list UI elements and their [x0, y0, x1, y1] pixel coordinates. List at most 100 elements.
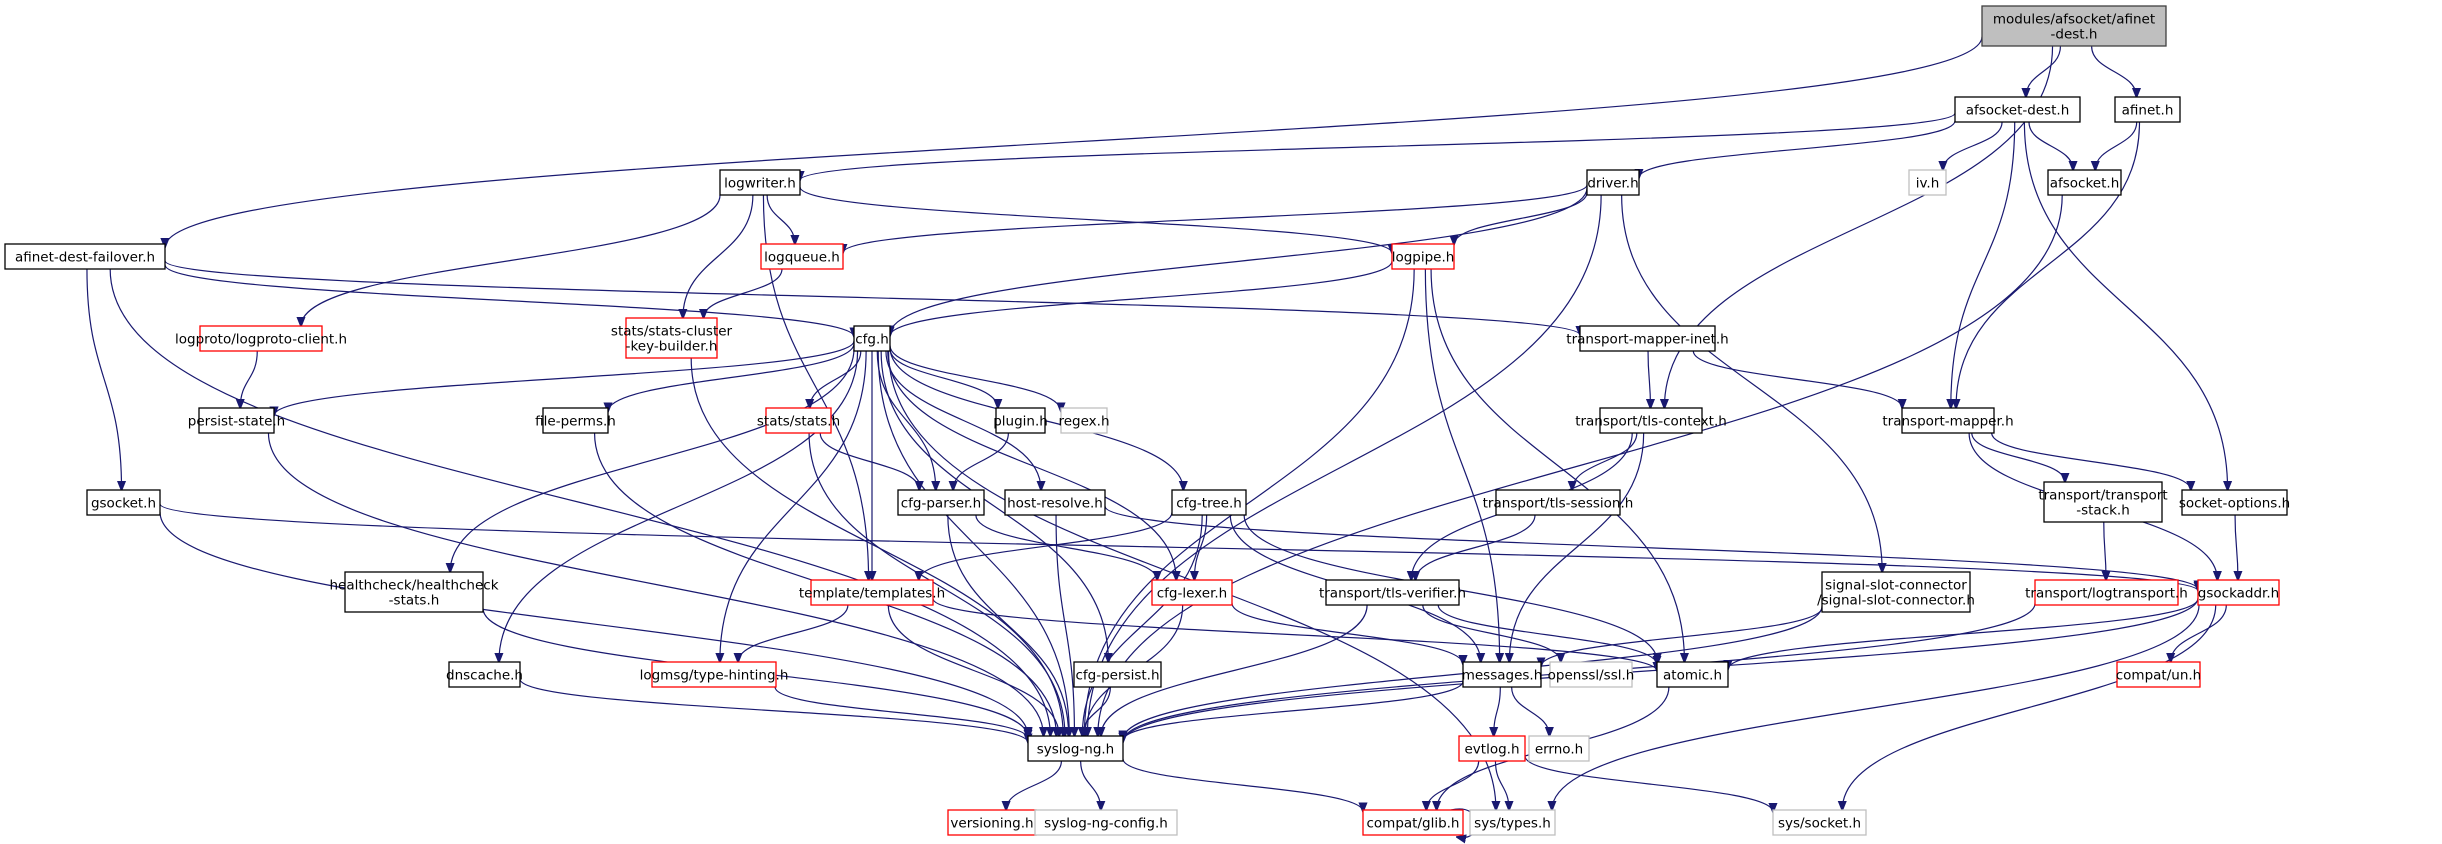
node-label: template/templates.h — [799, 586, 945, 602]
graph-node-openssl[interactable]: openssl/ssl.h — [1548, 661, 1635, 688]
graph-node-cfg[interactable]: cfg.h — [853, 325, 891, 352]
node-box — [810, 579, 934, 606]
graph-node-syslog-ng[interactable]: syslog-ng.h — [1027, 735, 1124, 762]
edge-root-to-failover — [165, 36, 1983, 248]
graph-node-healthcheck[interactable]: healthcheck/healthcheck-stats.h — [329, 571, 499, 613]
edge-afsocket-dest-to-driver — [1639, 120, 1956, 178]
node-label: signal-slot-connector — [1825, 578, 1967, 594]
graph-node-logqueue[interactable]: logqueue.h — [760, 243, 844, 270]
graph-node-transport-stack[interactable]: transport/transport-stack.h — [2038, 481, 2168, 523]
graph-node-tls-verifier[interactable]: transport/tls-verifier.h — [1319, 579, 1466, 606]
graph-node-cfg-tree[interactable]: cfg-tree.h — [1171, 489, 1247, 516]
graph-node-logpipe[interactable]: logpipe.h — [1391, 243, 1455, 270]
edge-cfg-to-dnscache — [499, 350, 859, 662]
node-label: cfg-tree.h — [1176, 496, 1242, 512]
node-label: afsocket.h — [2050, 176, 2120, 192]
edge-layer — [86, 36, 2238, 838]
node-label: logmsg/type-hinting.h — [640, 668, 789, 684]
graph-node-messages[interactable]: messages.h — [1462, 661, 1543, 688]
graph-node-stats[interactable]: stats/stats.h — [757, 407, 840, 434]
graph-node-regex[interactable]: regex.h — [1058, 407, 1110, 434]
edge-driver-to-syslog-ng — [1087, 194, 1602, 736]
graph-node-gsocket[interactable]: gsocket.h — [86, 489, 161, 516]
edge-evtlog-to-compat-glib — [1426, 760, 1480, 810]
node-box — [1599, 407, 1703, 434]
node-box — [947, 809, 1037, 836]
edge-cfg-to-type-hinting — [720, 350, 867, 662]
edge-templates-to-type-hinting — [738, 604, 849, 662]
graph-node-plugin[interactable]: plugin.h — [993, 407, 1048, 434]
graph-node-errno[interactable]: errno.h — [1528, 735, 1590, 762]
graph-node-logwriter[interactable]: logwriter.h — [719, 169, 801, 196]
graph-node-logproto-client[interactable]: logproto/logproto-client.h — [175, 325, 347, 352]
graph-node-cfg-persist[interactable]: cfg-persist.h — [1073, 661, 1162, 688]
node-box — [1908, 169, 1947, 196]
graph-node-root[interactable]: modules/afsocket/afinet-dest.h — [1981, 5, 2167, 47]
edge-messages-to-evtlog — [1494, 686, 1501, 736]
graph-node-socket-options[interactable]: socket-options.h — [2179, 489, 2290, 516]
graph-node-host-resolve[interactable]: host-resolve.h — [1004, 489, 1106, 516]
graph-node-afsocket-dest[interactable]: afsocket-dest.h — [1954, 96, 2081, 123]
graph-node-gsockaddr[interactable]: gsockaddr.h — [2197, 579, 2280, 606]
node-box — [1954, 96, 2081, 123]
edge-syslog-ng-to-syslog-ng-config — [1080, 760, 1101, 810]
edge-logpipe-to-atomic — [1430, 268, 1684, 662]
graph-node-afinet[interactable]: afinet.h — [2114, 96, 2181, 123]
graph-node-afsocket[interactable]: afsocket.h — [2047, 169, 2122, 196]
node-box — [897, 489, 985, 516]
node-box — [1772, 809, 1867, 836]
edge-failover-to-syslog-ng — [109, 268, 1050, 736]
node-label: stats/stats-cluster — [611, 324, 733, 340]
graph-node-templates[interactable]: template/templates.h — [799, 579, 945, 606]
graph-node-transport-mapper[interactable]: transport-mapper.h — [1882, 407, 2014, 434]
graph-node-sys-types[interactable]: sys/types.h — [1469, 809, 1556, 836]
graph-node-evtlog[interactable]: evtlog.h — [1458, 735, 1526, 762]
graph-node-iv[interactable]: iv.h — [1908, 169, 1947, 196]
graph-node-cfg-lexer[interactable]: cfg-lexer.h — [1151, 579, 1233, 606]
node-box — [1549, 661, 1633, 688]
graph-node-versioning[interactable]: versioning.h — [947, 809, 1037, 836]
node-label: afinet-dest-failover.h — [15, 250, 155, 266]
graph-node-tls-session[interactable]: transport/tls-session.h — [1483, 489, 1634, 516]
graph-node-tm-inet[interactable]: transport-mapper-inet.h — [1566, 325, 1729, 352]
graph-node-tls-context[interactable]: transport/tls-context.h — [1575, 407, 1727, 434]
edge-stats-to-syslog-ng — [808, 432, 1065, 736]
node-label: logproto/logproto-client.h — [175, 332, 347, 348]
graph-node-failover[interactable]: afinet-dest-failover.h — [4, 243, 166, 270]
edge-tls-verifier-to-syslog-ng — [1101, 604, 1368, 736]
edge-driver-to-signal-slot — [1621, 194, 1883, 572]
edge-tls-context-to-tls-session — [1572, 432, 1638, 490]
edge-cfg-to-regex — [889, 345, 1061, 411]
node-label: syslog-ng.h — [1037, 742, 1114, 758]
graph-node-logtransport[interactable]: transport/logtransport.h — [2025, 579, 2188, 606]
edge-type-hinting-to-syslog-ng — [774, 686, 1028, 739]
graph-node-type-hinting[interactable]: logmsg/type-hinting.h — [640, 661, 789, 688]
graph-node-file-perms[interactable]: file-perms.h — [535, 407, 616, 434]
node-label: iv.h — [1916, 176, 1940, 192]
edge-failover-to-tm-inet — [164, 260, 1580, 335]
graph-node-stats-ckb[interactable]: stats/stats-cluster-key-builder.h — [611, 317, 733, 359]
graph-node-sys-socket[interactable]: sys/socket.h — [1772, 809, 1867, 836]
edge-driver-to-logpipe — [1454, 192, 1588, 245]
edge-afsocket-dest-to-transport-mapper — [1951, 121, 2016, 408]
graph-node-compat-un[interactable]: compat/un.h — [2116, 661, 2201, 688]
edge-tls-verifier-to-openssl — [1422, 604, 1561, 662]
node-label: modules/afsocket/afinet — [1993, 12, 2155, 28]
graph-node-compat-glib[interactable]: compat/glib.h — [1362, 809, 1464, 836]
edge-cfg-to-file-perms — [608, 343, 855, 411]
edge-host-resolve-to-gsockaddr — [1104, 506, 2198, 589]
graph-node-signal-slot[interactable]: signal-slot-connector/signal-slot-connec… — [1817, 571, 1975, 613]
node-label: errno.h — [1535, 742, 1583, 758]
graph-node-persist-state[interactable]: persist-state.h — [188, 407, 285, 434]
graph-node-atomic[interactable]: atomic.h — [1656, 661, 1729, 688]
graph-node-syslog-ng-config[interactable]: syslog-ng-config.h — [1034, 809, 1178, 836]
node-box — [1495, 489, 1621, 516]
edge-cfg-lexer-to-messages — [1231, 602, 1463, 664]
graph-node-cfg-parser[interactable]: cfg-parser.h — [897, 489, 985, 516]
edge-cfg-to-cfg-parser — [876, 350, 935, 490]
graph-node-driver[interactable]: driver.h — [1586, 169, 1640, 196]
edge-logwriter-to-stats-ckb — [683, 194, 754, 318]
graph-node-dnscache[interactable]: dnscache.h — [446, 661, 523, 688]
node-box — [2034, 579, 2179, 606]
